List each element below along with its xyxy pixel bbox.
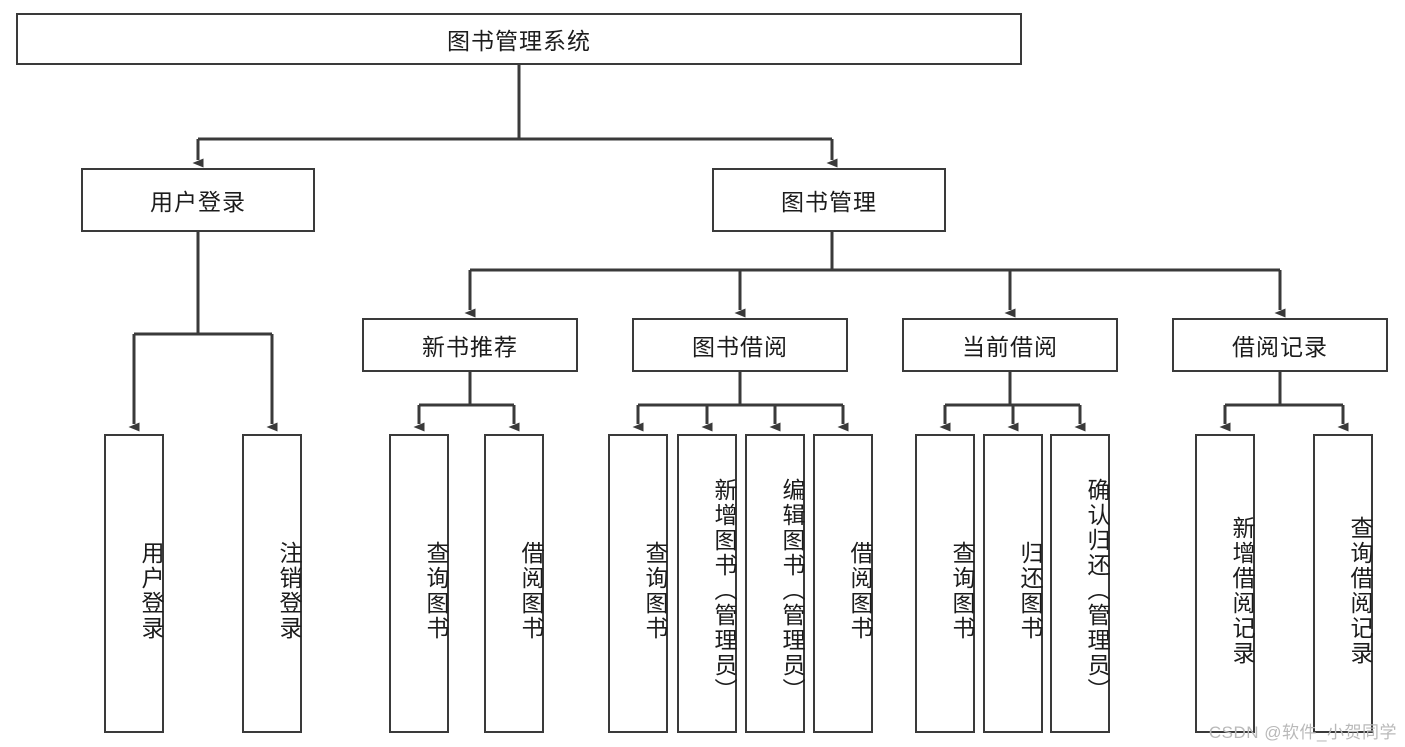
node-book-management[interactable]: 图书管理 [712,168,946,232]
node-user-login[interactable]: 用户登录 [81,168,315,232]
node-label: 查询图书 [423,540,449,641]
leaf-borrow-borrow-book[interactable]: 借阅图书 [813,434,873,733]
node-root-book-management-system[interactable]: 图书管理系统 [16,13,1022,65]
leaf-borrow-query-book[interactable]: 查询图书 [608,434,668,733]
node-label: 借阅图书 [847,540,873,641]
node-label: 查询图书 [642,540,668,641]
leaf-user-login-logout[interactable]: 注销登录 [242,434,302,733]
node-label: 查询借阅记录 [1347,515,1373,666]
node-label: 新增图书（管理员） [711,478,737,703]
node-label: 借阅记录 [1232,334,1328,360]
node-label: 用户登录 [150,189,246,215]
csdn-watermark: CSDN @软件_小贺同学 [1208,723,1397,742]
node-book-borrow[interactable]: 图书借阅 [632,318,848,372]
leaf-record-query-record[interactable]: 查询借阅记录 [1313,434,1373,733]
node-label: 新增借阅记录 [1229,515,1255,666]
leaf-borrow-edit-book-admin[interactable]: 编辑图书（管理员） [745,434,805,733]
leaf-borrow-add-book-admin[interactable]: 新增图书（管理员） [677,434,737,733]
node-label: 用户登录 [138,540,164,641]
node-new-book-recommend[interactable]: 新书推荐 [362,318,578,372]
node-label: 图书管理 [781,189,877,215]
node-label: 确认归还（管理员） [1084,478,1110,703]
leaf-current-return-book[interactable]: 归还图书 [983,434,1043,733]
node-label: 新书推荐 [422,334,518,360]
node-label: 图书借阅 [692,334,788,360]
node-label: 查询图书 [949,540,975,641]
leaf-record-add-record[interactable]: 新增借阅记录 [1195,434,1255,733]
leaf-recommend-borrow-book[interactable]: 借阅图书 [484,434,544,733]
leaf-current-query-book[interactable]: 查询图书 [915,434,975,733]
leaf-user-login-login[interactable]: 用户登录 [104,434,164,733]
node-label: 当前借阅 [962,334,1058,360]
node-label: 归还图书 [1017,540,1043,641]
node-current-borrow[interactable]: 当前借阅 [902,318,1118,372]
node-label: 图书管理系统 [447,28,591,54]
node-borrow-record[interactable]: 借阅记录 [1172,318,1388,372]
node-label: 编辑图书（管理员） [779,478,805,703]
node-label: 注销登录 [276,540,302,641]
leaf-current-confirm-return-admin[interactable]: 确认归还（管理员） [1050,434,1110,733]
node-label: 借阅图书 [518,540,544,641]
leaf-recommend-query-book[interactable]: 查询图书 [389,434,449,733]
